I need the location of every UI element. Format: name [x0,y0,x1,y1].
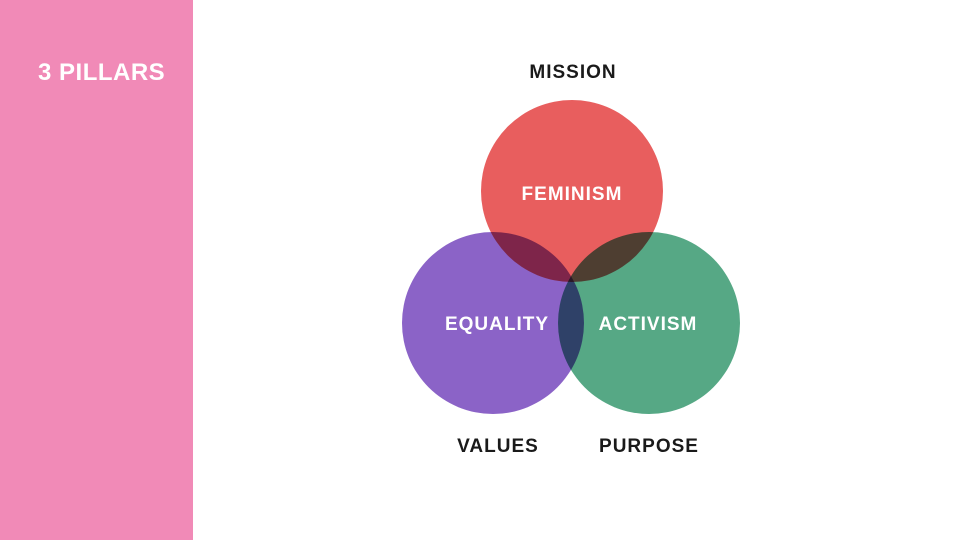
circle-label-equality: EQUALITY [444,314,550,335]
circle-label-activism: ACTIVISM [598,314,698,335]
outer-label-purpose: PURPOSE [599,436,699,457]
sidebar: 3 PILLARS [0,0,193,540]
outer-label-values: VALUES [457,436,539,457]
slide-title: 3 PILLARS [38,59,166,86]
venn-diagram [402,100,740,414]
venn-circle-equality [402,232,584,414]
circle-label-feminism: FEMINISM [521,184,623,205]
venn-circle-activism [558,232,740,414]
outer-label-mission: MISSION [529,62,617,83]
